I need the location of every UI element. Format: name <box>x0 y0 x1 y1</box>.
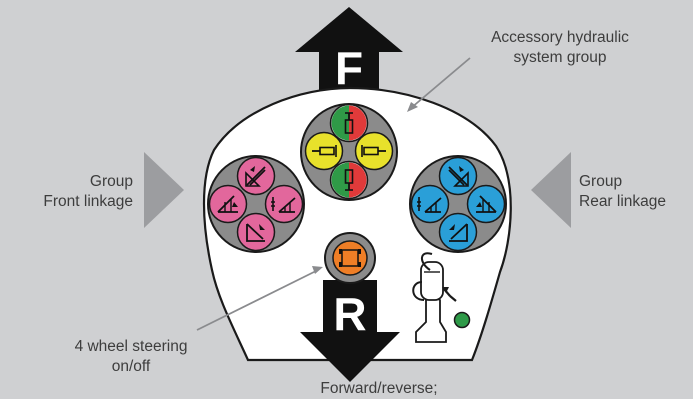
rear-callout-arrow <box>531 152 571 228</box>
rear-group-disc <box>409 155 507 253</box>
reverse-arrow: R <box>300 280 400 382</box>
rear-label-line1: Group <box>579 173 622 190</box>
accessory-button-right[interactable] <box>354 131 394 171</box>
four-wheel-steering-icon <box>339 249 361 267</box>
front-button-top[interactable] <box>236 156 276 196</box>
front-linkage-group <box>207 155 305 253</box>
rear-button-top[interactable] <box>438 156 478 196</box>
joystick-lever-icon[interactable] <box>412 252 457 343</box>
indicator-dot <box>453 311 471 329</box>
accessory-label-line1: Accessory hydraulic <box>491 29 629 46</box>
steering-label-line2: on/off <box>112 358 151 375</box>
front-button-left[interactable] <box>208 184 248 224</box>
accessory-label-line2: system group <box>513 49 606 66</box>
steering-leader-arrowhead <box>312 266 323 274</box>
forward-arrow: F <box>295 7 403 100</box>
front-button-right[interactable] <box>264 184 304 224</box>
front-callout-arrow <box>144 152 184 228</box>
front-label-line2: Front linkage <box>43 193 133 210</box>
front-label-line1: Group <box>90 173 133 190</box>
front-button-bottom[interactable] <box>236 212 276 252</box>
rear-button-right[interactable] <box>466 184 506 224</box>
accessory-button-bottom[interactable] <box>329 160 369 200</box>
accessory-leader-line <box>410 57 471 109</box>
accessory-leader-arrowhead <box>407 102 418 112</box>
rear-button-left[interactable] <box>410 184 450 224</box>
steering-leader-line <box>196 269 319 331</box>
forward-letter: F <box>335 42 363 94</box>
accessory-button-left[interactable] <box>304 131 344 171</box>
rear-linkage-group <box>409 155 507 253</box>
rear-button-bottom[interactable] <box>438 212 478 252</box>
reverse-letter: R <box>333 288 366 340</box>
rear-label-line2: Rear linkage <box>579 193 666 210</box>
accessory-button-top[interactable] <box>329 103 369 143</box>
accessory-hydraulic-group <box>300 103 398 201</box>
steering-label-line1: 4 wheel steering <box>75 338 188 355</box>
steering-button-group[interactable] <box>324 232 376 284</box>
forward-reverse-label: Forward/reverse; <box>320 380 437 397</box>
front-group-disc <box>207 155 305 253</box>
